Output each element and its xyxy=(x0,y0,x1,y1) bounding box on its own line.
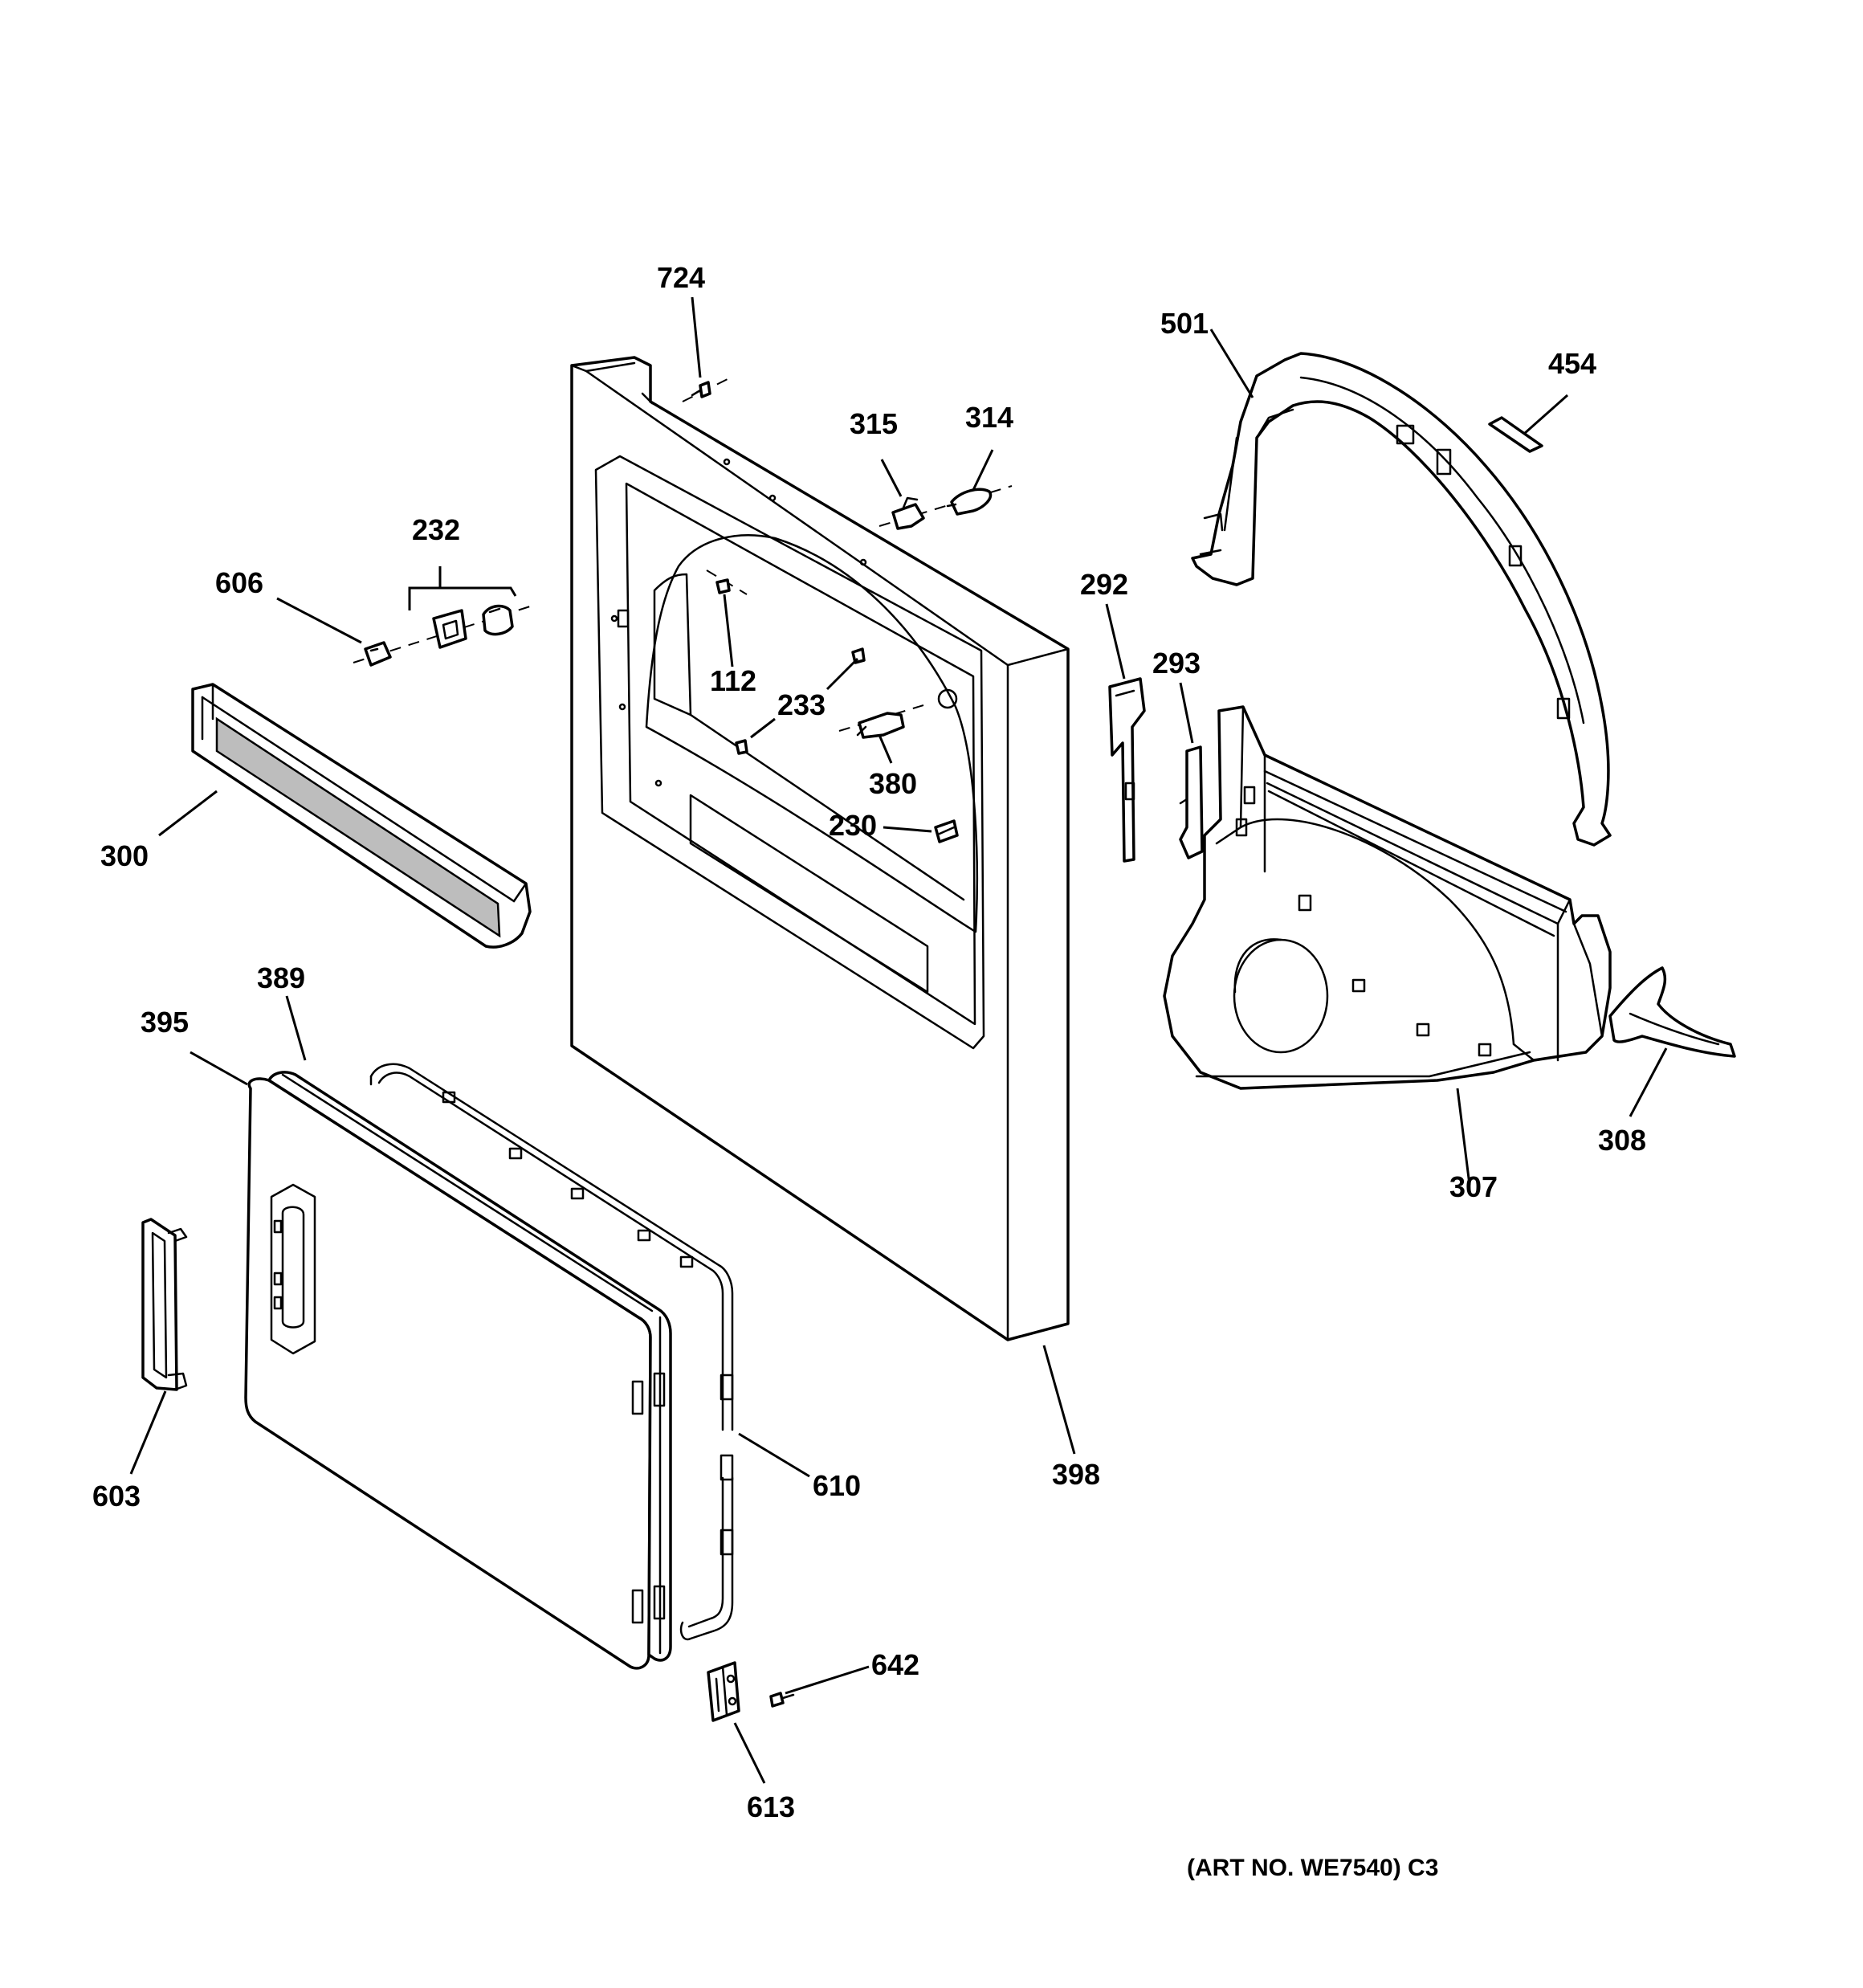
lamp-bulb-314 xyxy=(946,488,993,516)
callout-501: 501 xyxy=(1160,307,1209,340)
door-switch-380 xyxy=(838,704,924,739)
lint-duct-housing-307 xyxy=(1163,705,1612,1090)
front-panel-398 xyxy=(570,356,1070,1341)
callout-292: 292 xyxy=(1080,568,1128,601)
callout-233: 233 xyxy=(777,688,826,721)
callout-724: 724 xyxy=(657,261,705,294)
callout-389: 389 xyxy=(257,961,305,994)
door-hinge-613 xyxy=(707,1661,740,1722)
door-handle-603 xyxy=(141,1218,188,1391)
callout-293: 293 xyxy=(1152,647,1201,680)
leader-lines xyxy=(129,296,1668,1784)
callout-454: 454 xyxy=(1548,347,1596,380)
callout-380: 380 xyxy=(869,767,917,800)
callout-308: 308 xyxy=(1598,1124,1646,1157)
callout-642: 642 xyxy=(871,1648,919,1681)
callout-398: 398 xyxy=(1052,1458,1100,1491)
callout-603: 603 xyxy=(92,1480,141,1512)
callout-112: 112 xyxy=(710,664,756,697)
screw-724 xyxy=(682,377,732,402)
callout-307: 307 xyxy=(1449,1170,1498,1203)
lamp-socket-315 xyxy=(879,485,1013,530)
screw-112 xyxy=(706,569,748,595)
callout-230: 230 xyxy=(829,809,877,842)
callout-314: 314 xyxy=(965,401,1013,434)
callout-315: 315 xyxy=(850,407,898,440)
screws-233 xyxy=(735,647,866,755)
callout-395: 395 xyxy=(141,1006,189,1039)
felt-pad-454 xyxy=(1488,416,1543,453)
lint-filter-300 xyxy=(191,683,532,949)
callout-613: 613 xyxy=(747,1790,795,1823)
art-number: (ART NO. WE7540) C3 xyxy=(1187,1855,1438,1881)
callout-232: 232 xyxy=(412,513,460,546)
duct-seal-308 xyxy=(1608,966,1736,1058)
bracket-293 xyxy=(1179,745,1204,859)
button-230 xyxy=(934,819,959,843)
callout-606: 606 xyxy=(215,566,263,599)
screw-642 xyxy=(769,1692,795,1708)
bracket-292 xyxy=(1108,677,1146,863)
door-gasket-610 xyxy=(369,1063,734,1641)
callout-610: 610 xyxy=(813,1469,861,1502)
callout-labels: 724 315 314 501 454 232 606 112 233 380 … xyxy=(92,261,1646,1881)
drum-ring-501 xyxy=(1191,352,1612,847)
callout-300: 300 xyxy=(100,839,149,872)
door-outer-panel-395 xyxy=(244,1077,652,1670)
switch-assembly-232 xyxy=(353,604,531,667)
door-inner-panel-389 xyxy=(267,1071,672,1662)
